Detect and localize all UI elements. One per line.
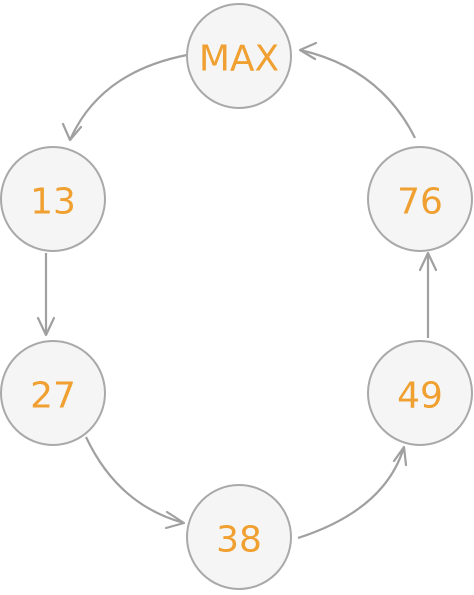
node-label: 76 xyxy=(397,182,443,223)
arrowhead-icon xyxy=(36,316,56,337)
edge-49-to-76 xyxy=(418,251,438,338)
arrowhead-icon xyxy=(392,445,408,467)
node-38: 38 xyxy=(186,484,292,590)
edge-13-to-27 xyxy=(36,253,56,337)
edge-38-to-49 xyxy=(297,445,408,540)
node-label: MAX xyxy=(199,39,279,80)
node-label: 49 xyxy=(397,376,443,417)
edge-27-to-38 xyxy=(85,436,186,530)
edge-76-to-max xyxy=(298,41,416,139)
arrowhead-icon xyxy=(164,510,186,530)
node-76: 76 xyxy=(367,146,473,252)
edge-max-to-13 xyxy=(61,53,188,142)
node-label: 27 xyxy=(30,376,76,417)
node-max: MAX xyxy=(186,3,292,109)
arrowhead-icon xyxy=(61,122,83,142)
node-label: 38 xyxy=(216,520,262,561)
node-13: 13 xyxy=(0,146,106,252)
arrowhead-icon xyxy=(418,251,438,272)
arrowhead-icon xyxy=(298,41,318,61)
node-27: 27 xyxy=(0,340,106,446)
node-49: 49 xyxy=(367,340,473,446)
edges xyxy=(36,41,438,540)
node-label: 13 xyxy=(30,182,76,223)
